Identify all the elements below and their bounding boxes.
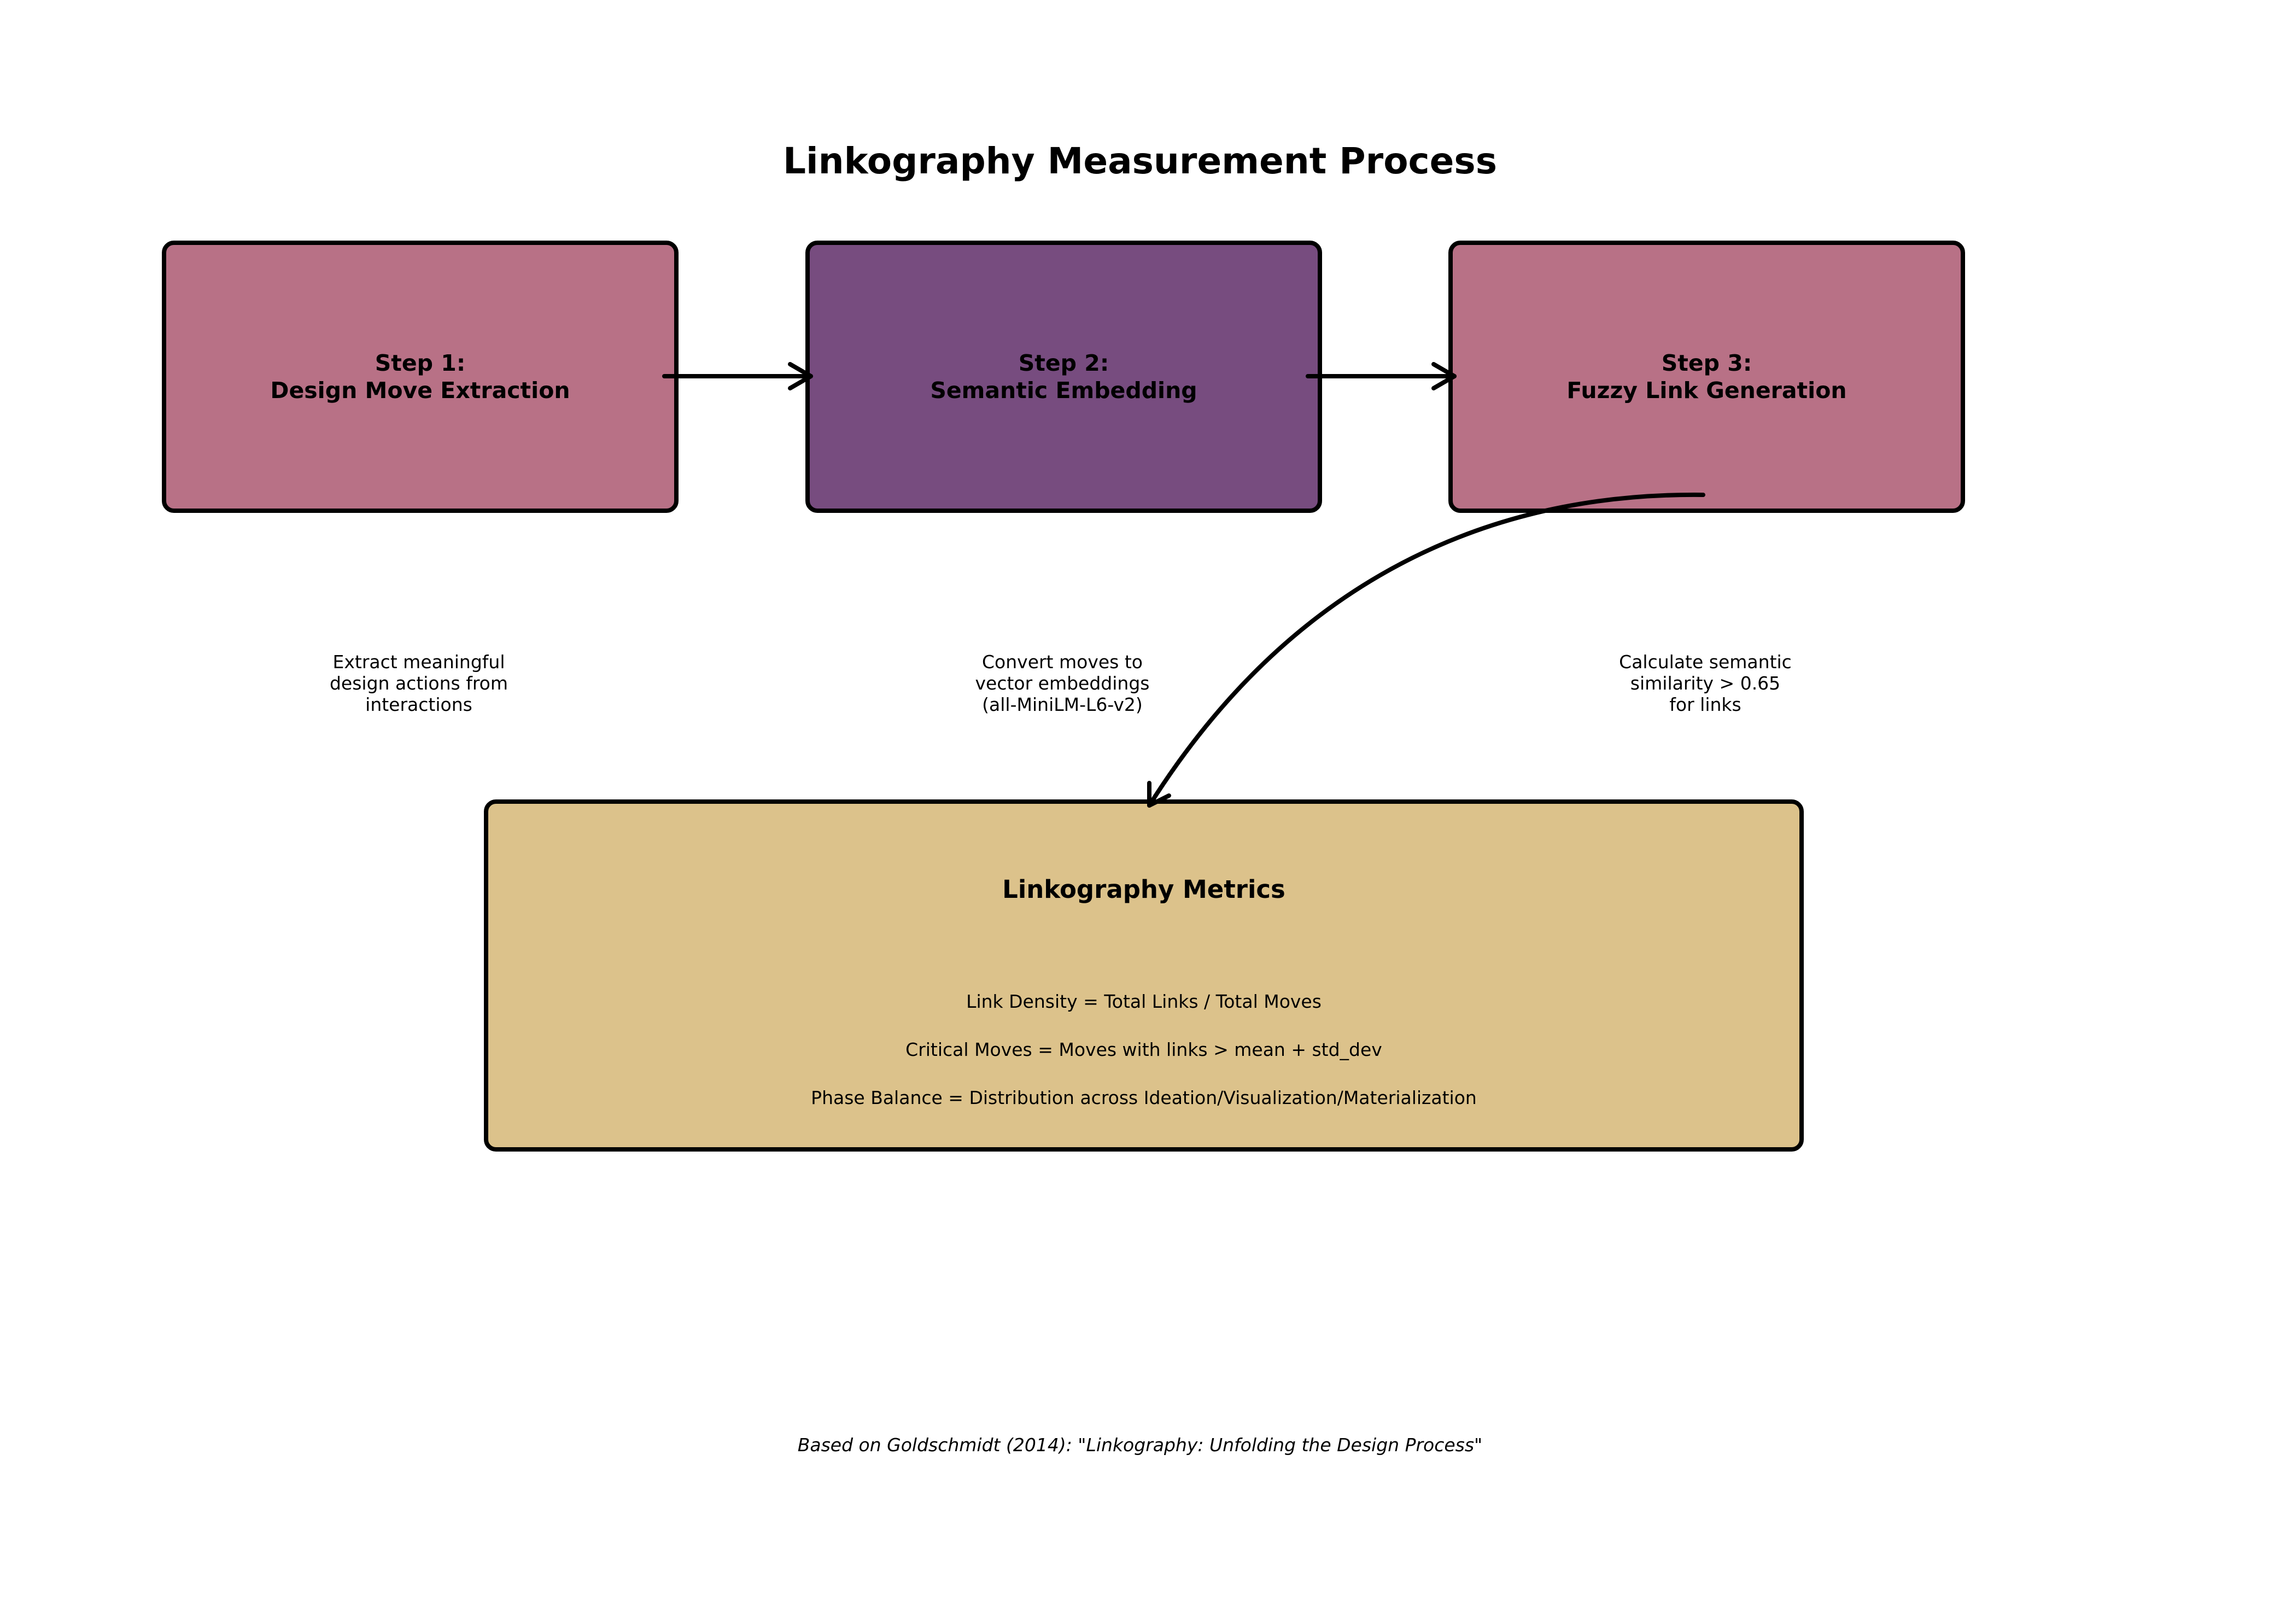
metrics-title: Linkography Metrics: [1002, 875, 1285, 904]
arrow-step3-to-metrics: [1147, 492, 1705, 808]
step-1-label: Step 1: Design Move Extraction: [270, 349, 570, 404]
arrow-step2-to-step3: [1306, 362, 1457, 390]
metrics-box: Linkography Metrics Link Density = Total…: [484, 799, 1804, 1152]
step-2-box: Step 2: Semantic Embedding: [805, 241, 1322, 513]
step-1-description: Extract meaningful design actions from i…: [329, 651, 508, 715]
metric-phase-balance: Phase Balance = Distribution across Idea…: [811, 1087, 1477, 1108]
diagram-title: Linkography Measurement Process: [782, 140, 1497, 182]
step-3-label: Step 3: Fuzzy Link Generation: [1566, 349, 1847, 404]
metric-link-density: Link Density = Total Links / Total Moves: [966, 991, 1322, 1012]
step-3-description: Calculate semantic similarity > 0.65 for…: [1619, 651, 1792, 715]
metric-critical-moves: Critical Moves = Moves with links > mean…: [905, 1039, 1382, 1060]
arrow-step1-to-step2: [662, 362, 813, 390]
citation-footnote: Based on Goldschmidt (2014): "Linkograph…: [797, 1434, 1483, 1456]
step-3-box: Step 3: Fuzzy Link Generation: [1448, 241, 1965, 513]
step-2-label: Step 2: Semantic Embedding: [930, 349, 1197, 404]
step-2-description: Convert moves to vector embeddings (all-…: [975, 651, 1150, 715]
step-1-box: Step 1: Design Move Extraction: [162, 241, 679, 513]
